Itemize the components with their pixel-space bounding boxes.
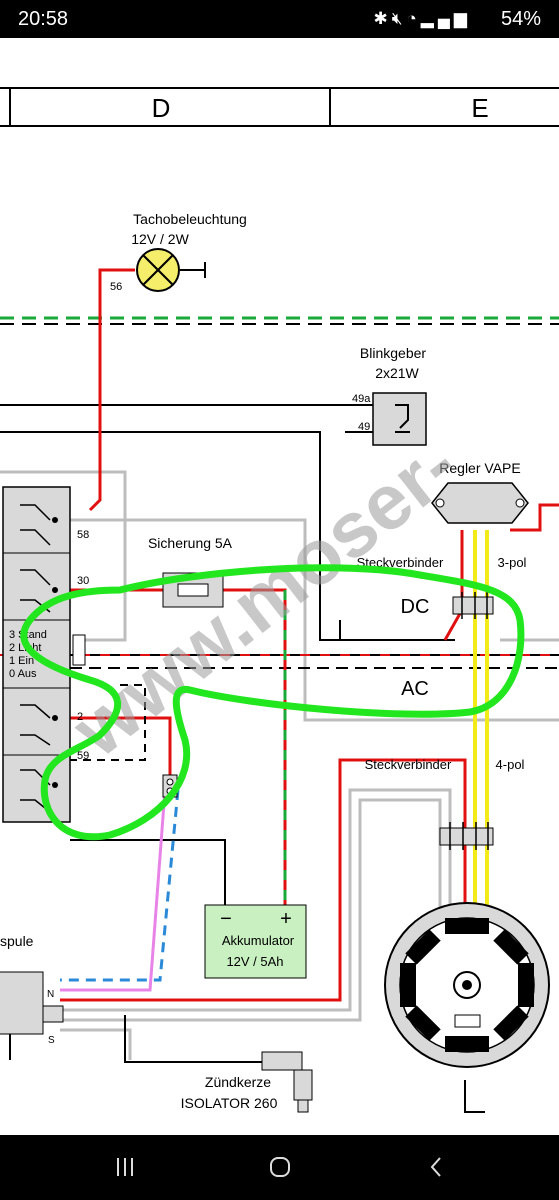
regulator-title: Regler VAPE [439,460,520,476]
wifi-icon: ◔ [406,9,421,28]
ignition-coil: spule N S [0,933,64,1060]
back-button[interactable] [407,1147,467,1187]
recent-apps-button[interactable] [95,1147,155,1187]
switch-terminal-59: 59 [77,750,89,762]
connector-4pol-label: 4-pol [496,757,525,772]
highlight-annotation [20,564,525,841]
home-button[interactable] [250,1147,310,1187]
generator [384,902,550,1068]
battery-level: 54% [500,8,541,30]
dc-label: DC [401,596,430,618]
coil-terminal-n: N [47,989,54,1000]
blinker-title: Blinkgeber [360,345,426,361]
blinker-terminal-49: 49 [358,421,370,433]
battery-rating: 12V / 5Ah [226,954,283,969]
connector-4pol: Steckverbinder 4-pol [365,757,525,850]
column-d-label: D [152,93,171,123]
battery-minus: − [220,908,232,930]
home-icon [270,1157,290,1177]
status-icons: ✱🔇︎◔▂▄▆ [374,9,471,29]
wiring-diagram-view[interactable]: D E [0,38,559,1135]
switch-terminal-30: 30 [77,575,89,587]
tacho-title: Tachobeleuchtung [133,211,247,227]
battery: − + Akkumulator 12V / 5Ah [204,904,307,979]
navigation-bar [0,1135,559,1200]
connector-3pol-label: 3-pol [498,555,527,570]
switch-position-3: 3 Stand [9,629,47,641]
column-e-label: E [471,93,488,123]
switch-position-0: 0 Aus [9,668,37,680]
blinker-rating: 2x21W [375,365,419,381]
status-bar: 20:58 ✱🔇︎◔▂▄▆ 54% [0,0,559,38]
spark-title: Zündkerze [205,1074,271,1090]
bluetooth-icon: ✱ [373,9,392,28]
tacho-rating: 12V / 2W [131,231,189,247]
regulator: Regler VAPE [431,460,529,524]
back-icon [430,1157,441,1177]
recent-apps-icon [117,1158,133,1176]
signal-icon: ▂▄▆ [420,9,471,28]
switch-terminal-2: 2 [77,711,83,723]
blinker-terminal-49a: 49a [352,393,371,405]
spark-plug: Zündkerze ISOLATOR 260 [181,1051,313,1113]
connector-4pol-title: Steckverbinder [365,757,452,772]
switch-position-1: 1 Ein [9,655,34,667]
switch-terminal-58: 58 [77,529,89,541]
tacho-terminal: 56 [110,281,122,293]
battery-title: Akkumulator [222,933,295,948]
clock: 20:58 [18,8,69,30]
fuse-title: Sicherung 5A [148,535,233,551]
connector-3pol: Steckverbinder 3-pol [357,555,527,619]
ac-label: AC [401,678,429,700]
coil-title: spule [0,933,34,949]
battery-plus: + [280,908,292,930]
tacho-lamp: Tachobeleuchtung 12V / 2W 56 [110,211,247,293]
blinker-relay: Blinkgeber 2x21W 49a 49 [352,345,427,446]
coil-terminal-s: S [48,1035,55,1046]
column-header: D E [0,87,559,127]
mute-icon: 🔇︎ [391,9,407,28]
spark-model: ISOLATOR 260 [181,1095,278,1111]
